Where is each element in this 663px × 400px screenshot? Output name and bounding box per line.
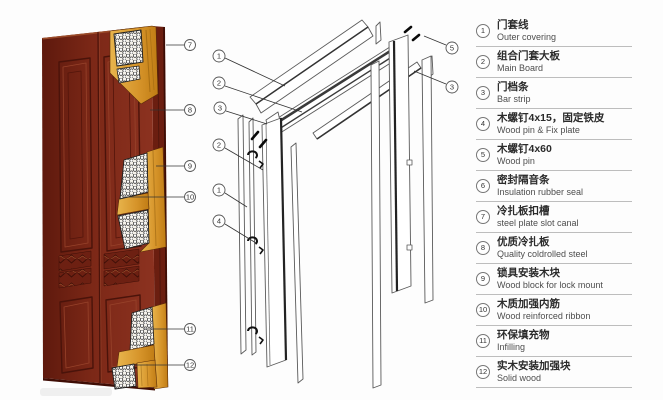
door-stop-strip [290, 142, 304, 384]
legend-label-zh: 冷扎板扣槽 [497, 205, 550, 217]
screw-marks [250, 25, 421, 149]
door-cutaway-bottom [111, 302, 169, 390]
legend-number-badge: 4 [476, 117, 490, 131]
legend-label-en: Outer covering [497, 32, 557, 42]
legend-number-badge: 10 [476, 303, 490, 317]
legend-label-zh: 木螺钉4x15，固定铁皮 [497, 112, 605, 124]
callout-1b: 1 [217, 186, 221, 195]
callout-12: 12 [186, 361, 194, 370]
legend-label-zh: 组合门套大板 [497, 50, 560, 62]
legend-label-zh: 木质加强内筋 [497, 298, 560, 310]
frame-callouts: 1 2 3 2 1 4 5 3 [212, 35, 459, 244]
callout-9: 9 [188, 162, 192, 171]
legend-label-zh: 门套线 [497, 19, 529, 31]
legend-label-zh: 锁具安装木块 [497, 267, 560, 279]
door-cutaway-middle [116, 146, 167, 253]
frame-exploded-diagram [237, 19, 434, 389]
legend-label-zh: 环保填充物 [497, 329, 550, 341]
door-carved-band [58, 248, 140, 289]
wood-rib [116, 192, 150, 216]
callout-8: 8 [188, 106, 192, 115]
legend-label-zh: 实木安装加强块 [497, 360, 571, 372]
legend-number-badge: 3 [476, 86, 490, 100]
callout-10: 10 [186, 193, 194, 202]
legend-label-en: Quality coldrolled steel [497, 249, 588, 259]
honeycomb-infill [111, 363, 137, 390]
jamb-top-tab [375, 21, 382, 45]
legend-label-en: steel plate slot canal [497, 218, 579, 228]
legend-label-en: Wood pin & Fix plate [497, 125, 580, 135]
door-illustration [42, 25, 169, 391]
left-jamb-boards [237, 114, 288, 368]
legend-label-en: Main Board [497, 63, 544, 73]
door-panel-left-column [58, 57, 94, 374]
legend-label-zh: 密封隔音条 [497, 174, 550, 186]
honeycomb-infill [119, 152, 149, 200]
legend-number-badge: 1 [476, 24, 490, 38]
legend-number-badge: 5 [476, 148, 490, 162]
honeycomb-infill [113, 29, 144, 67]
callout-11: 11 [186, 325, 194, 334]
legend-label-en: Wood reinforced ribbon [497, 311, 591, 321]
legend-number-badge: 12 [476, 365, 490, 379]
legend-number-badge: 9 [476, 272, 490, 286]
legend-label-zh: 优质冷扎板 [497, 236, 550, 248]
callout-3b: 3 [450, 83, 454, 92]
legend-number-badge: 7 [476, 210, 490, 224]
callout-5: 5 [450, 44, 454, 53]
legend-number-badge: 11 [476, 334, 490, 348]
legend-number-badge: 8 [476, 241, 490, 255]
honeycomb-infill [116, 65, 141, 84]
door-cutaway-top [109, 25, 159, 105]
legend-label-en: Wood block for lock mount [497, 280, 603, 290]
legend-label-en: Insulation rubber seal [497, 187, 584, 197]
legend-label-zh: 门档条 [497, 81, 529, 93]
legend-label-en: Bar strip [497, 94, 531, 104]
legend-number-badge: 6 [476, 179, 490, 193]
legend-label-en: Infilling [497, 342, 526, 352]
callout-1: 1 [217, 52, 221, 61]
legend-label-zh: 木螺钉4x60 [497, 143, 552, 155]
callout-2: 2 [217, 79, 221, 88]
right-jamb-boards [370, 34, 434, 389]
callout-3: 3 [218, 104, 222, 113]
legend-label-en: Solid wood [497, 373, 542, 383]
legend-number-badge: 2 [476, 55, 490, 69]
callout-7: 7 [188, 41, 192, 50]
callout-4: 4 [217, 217, 221, 226]
watermark-smudge [40, 388, 112, 396]
door-callouts: 7 8 9 10 11 12 [123, 39, 196, 371]
legend-label-en: Wood pin [497, 156, 535, 166]
honeycomb-infill [117, 209, 150, 250]
callout-2b: 2 [217, 141, 221, 150]
honeycomb-infill [129, 306, 155, 352]
